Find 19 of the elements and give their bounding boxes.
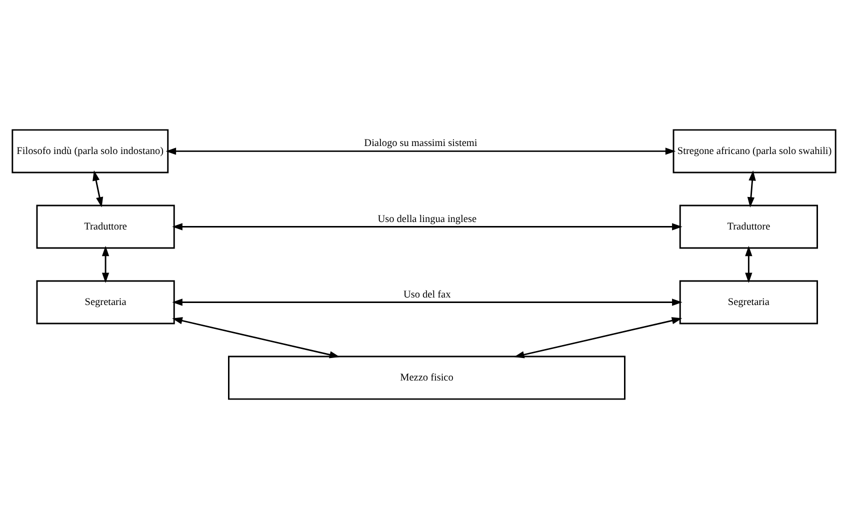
node-box: Filosofo indù (parla solo indostano)	[12, 128, 169, 173]
arrow	[166, 147, 676, 154]
node-box: Stregone africano (parla solo swahili)	[672, 128, 836, 173]
edge-label: Dialogo su massimi sistemi	[364, 138, 478, 149]
arrow	[102, 245, 110, 282]
arrow	[92, 170, 104, 207]
node-box: Segretaria	[679, 280, 818, 324]
edge-label: Uso del fax	[403, 288, 451, 300]
node-box: Mezzo fisico	[228, 355, 626, 400]
edge-label: Uso della lingua inglese	[378, 213, 477, 224]
arrow	[745, 245, 752, 282]
arrow	[747, 170, 756, 207]
arrow	[172, 316, 340, 358]
node-box: Segretaria	[36, 280, 175, 324]
node-box: Traduttore	[36, 204, 175, 248]
arrow	[514, 316, 682, 358]
arrow	[172, 298, 682, 306]
node-box: Traduttore	[679, 204, 818, 248]
arrow	[172, 222, 682, 230]
